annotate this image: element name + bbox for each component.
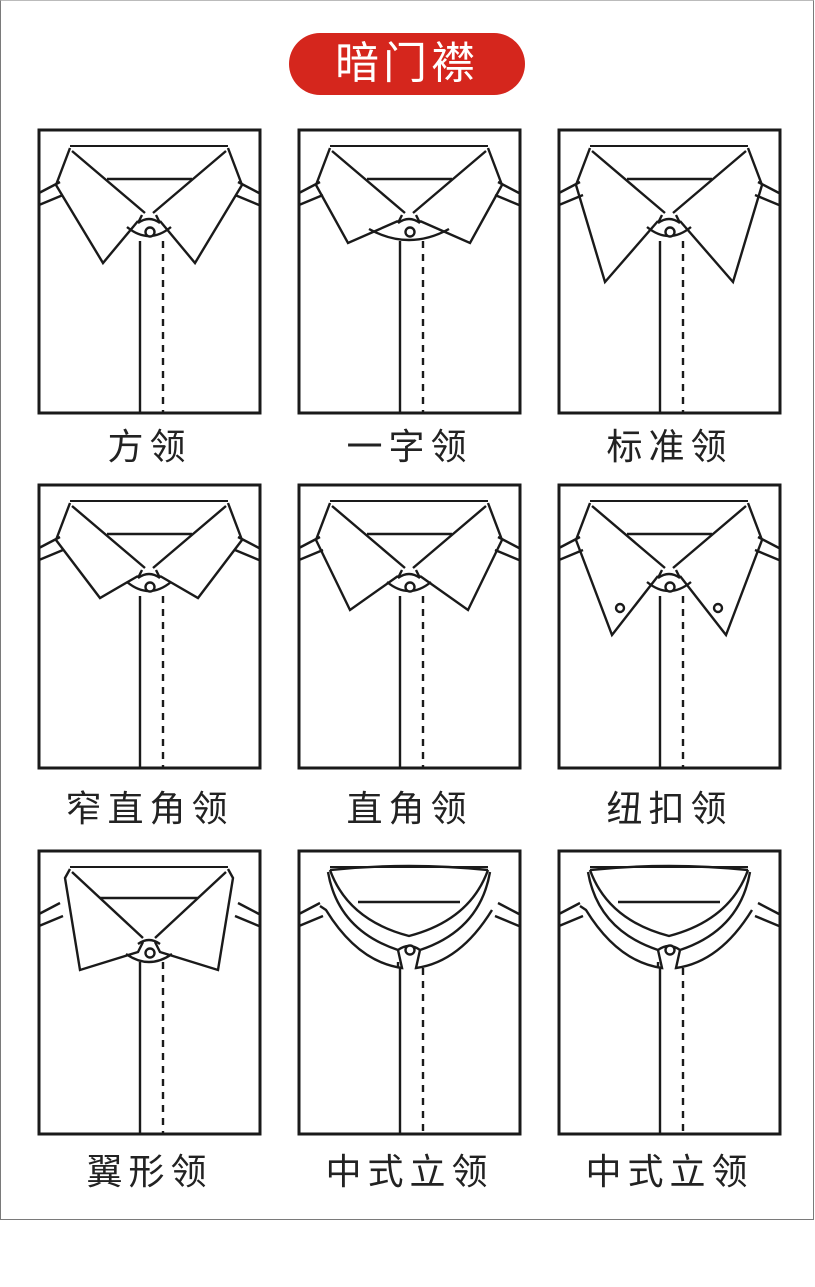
collar xyxy=(574,147,764,285)
collar xyxy=(63,868,235,972)
spread-collar-diagram xyxy=(297,128,522,415)
collar xyxy=(574,502,764,638)
shirt-outline xyxy=(297,128,522,415)
button-icon xyxy=(404,944,416,956)
shirt-outline xyxy=(557,128,782,415)
button-icon xyxy=(664,944,676,956)
collar-label: 中式立领 xyxy=(325,1152,494,1193)
shirt-outline xyxy=(37,128,262,415)
shoulder-seams xyxy=(558,535,780,562)
page-title: 暗门襟 xyxy=(289,33,525,95)
collar-label: 中式立领 xyxy=(585,1152,754,1193)
collar-label: 标准领 xyxy=(606,427,733,468)
button-icon xyxy=(664,581,676,593)
button-icon xyxy=(404,226,416,238)
shoulder-seams xyxy=(298,535,520,562)
button-down-collar-diagram xyxy=(557,483,782,770)
button-icon xyxy=(144,581,156,593)
collar xyxy=(54,502,244,600)
shoulder-seams xyxy=(558,901,780,928)
collar-label: 方领 xyxy=(107,427,192,468)
collar-label: 直角领 xyxy=(346,789,473,830)
collar-label: 翼形领 xyxy=(86,1152,213,1193)
shoulder-seams xyxy=(298,180,520,207)
shoulder-seams xyxy=(298,901,520,928)
standard-collar-diagram xyxy=(557,128,782,415)
button-icon xyxy=(404,581,416,593)
button-icon xyxy=(664,226,676,238)
shoulder-seams xyxy=(38,535,260,562)
collar-label: 一字领 xyxy=(346,427,473,468)
shirt-outline xyxy=(37,483,262,770)
shoulder-seams xyxy=(38,901,260,928)
page-frame xyxy=(0,0,814,1220)
collar xyxy=(579,864,754,970)
shirt-outline xyxy=(297,483,522,770)
shoulder-seams xyxy=(38,180,260,207)
mandarin-collar-diagram xyxy=(297,849,522,1136)
square-collar-diagram xyxy=(37,128,262,415)
wing-collar-diagram xyxy=(37,849,262,1136)
shoulder-seams xyxy=(558,180,780,207)
button-icon xyxy=(144,947,156,959)
button-icon xyxy=(144,226,156,238)
collar-label: 纽扣领 xyxy=(606,789,733,830)
right-angle-collar-diagram xyxy=(297,483,522,770)
shirt-outline xyxy=(557,849,782,1136)
shirt-outline xyxy=(297,849,522,1136)
shirt-outline xyxy=(37,849,262,1136)
narrow-right-angle-collar-diagram xyxy=(37,483,262,770)
collar-label: 窄直角领 xyxy=(65,789,234,830)
shirt-outline xyxy=(557,483,782,770)
collar xyxy=(54,147,244,266)
collar xyxy=(314,147,504,245)
mandarin-collar-diagram xyxy=(557,849,782,1136)
